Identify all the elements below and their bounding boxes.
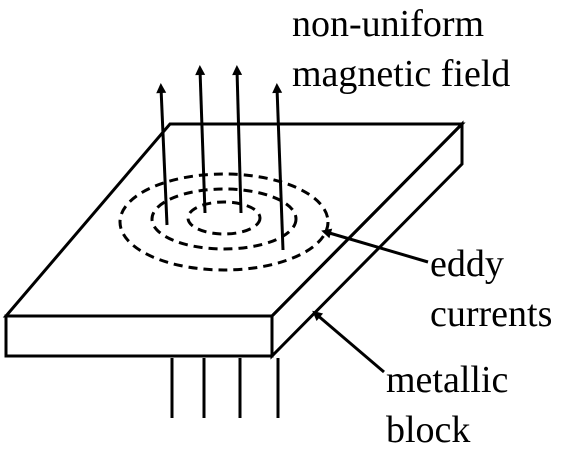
- block-pointer-arrow: [312, 310, 385, 374]
- eddy-label-line2: currents: [430, 293, 552, 335]
- field-arrow-4: [272, 83, 285, 251]
- eddy-loop-inner: [186, 200, 262, 236]
- field-arrow-1: [156, 83, 169, 226]
- metallic-block: [2, 120, 466, 360]
- eddy-current-loops: [118, 172, 330, 272]
- field-label-line1: non-uniform: [292, 3, 484, 45]
- eddy-pointer-arrow: [321, 228, 429, 264]
- eddy-loop-outer: [118, 172, 330, 272]
- field-lines-above: [156, 65, 285, 251]
- block-top-face: [2, 122, 466, 318]
- eddy-loop-middle: [150, 187, 298, 251]
- field-arrow-2: [195, 65, 207, 214]
- block-side-face: [270, 120, 464, 360]
- field-lines-below: [170, 358, 280, 418]
- field-arrow-3: [232, 65, 243, 214]
- pointers: [312, 228, 429, 374]
- block-label-line1: metallic: [386, 359, 508, 401]
- block-label-line2: block: [386, 409, 470, 451]
- eddy-label-line1: eddy: [430, 243, 504, 285]
- block-front-face: [4, 314, 274, 358]
- labels: non-uniform magnetic field eddy currents…: [292, 3, 552, 451]
- field-label-line2: magnetic field: [292, 53, 510, 95]
